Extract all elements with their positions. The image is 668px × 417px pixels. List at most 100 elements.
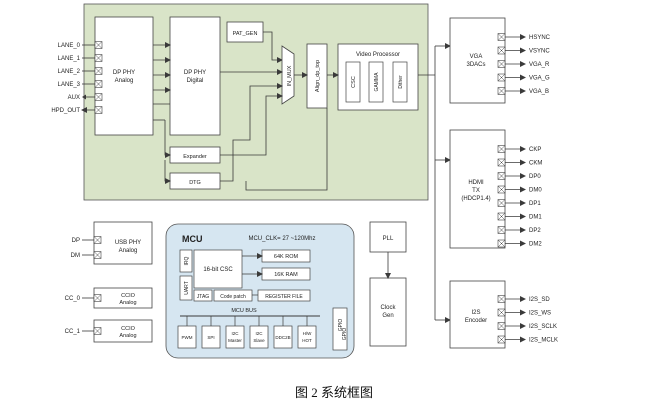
code-patch-block [213,289,253,302]
peripheral-block [225,325,245,349]
input-label-aux: AUX [68,95,80,101]
vga-output-label: VSYNC [529,49,550,55]
figure-caption: 图 2 系统框图 [294,385,373,400]
dtg-label: DTG [189,180,201,186]
clock-gen-block [369,277,407,347]
video-processor-label: Video Processor [356,52,400,58]
hdmi-label-1: HDMI [468,180,484,186]
i2s-label-1: I2S [471,310,480,316]
i2s-label-2: Encoder [465,318,487,324]
ccio1-label-2: Analog [119,333,136,339]
hdmi-output-label: DP1 [529,201,541,207]
vga-output-label: HSYNC [529,35,551,41]
cpu-core-block [193,249,243,289]
i2s-output-label: I2S_SCLK [529,324,557,330]
register-file-label: REGISTER FILE [265,294,303,300]
dither-label: Dither [398,75,404,89]
in-mux-label: IN_MUX [287,65,293,86]
dp-phy-digital-block [169,16,221,136]
peripheral-block [177,325,197,349]
peripheral-block [249,325,269,349]
dp-phy-analog-label-1: DP PHY [113,70,135,76]
peripheral-label: SPI [207,335,214,340]
input-label-cc1: CC_1 [65,329,81,335]
gamma-label: GAMMA [374,72,380,92]
input-label-dp: DP [72,238,80,244]
hdmi-output-label: DM2 [529,242,542,248]
gpio-label-2: GPIO [342,328,348,341]
vga-label-1: VGA [470,54,483,60]
uart-block [179,275,193,301]
hdmi-label-3: (HDCP1.4) [461,196,490,202]
dp-phy-analog-block [94,16,154,136]
input-label-dm: DM [71,253,80,259]
peripheral-label: Master [228,338,242,343]
ccio0-label-1: CCIO [121,293,135,299]
dither-block [392,61,408,103]
peripheral-label: HOT [302,338,312,343]
code-patch-label: Code patch [220,294,246,300]
cpu-core-label: 16-bit CSC [203,267,233,273]
register-file-block [257,289,311,302]
vga-output-label: VGA_R [529,62,550,68]
peripheral-label: I2C [255,331,263,336]
system-block-diagram: DP PHY Analog LANE_0LANE_1LANE_2LANE_3AU… [51,3,558,359]
csc-block [345,61,361,103]
clock-gen-label-2: Gen [382,313,393,319]
pll-label: PLL [383,236,394,242]
i2s-output-label: I2S_WS [529,311,551,317]
hdmi-output-label: DM1 [529,215,542,221]
vga-output-label: VGA_G [529,76,550,82]
hdmi-label-2: TX [472,188,480,194]
hdmi-output-label: DM0 [529,188,542,194]
vga-label-2: 3DACs [466,62,485,68]
csc-label: CSC [351,76,357,88]
rom-label: 64K ROM [274,254,299,260]
peripheral-block [273,325,293,349]
ccio0-label-2: Analog [119,300,136,306]
ccio1-label-1: CCIO [121,326,135,332]
irq-block [179,249,193,273]
peripheral-label: Slave [253,338,265,343]
dp-phy-analog-label-2: Analog [115,78,134,84]
gpio-block [332,307,348,351]
usb-phy-label-2: Analog [119,248,138,254]
input-label-lane2: LANE_2 [58,69,81,75]
i2s-output-label: I2S_SD [529,297,550,303]
align-dp-top-label: Align_dp_top [315,60,321,92]
peripheral-label: H/W [303,331,313,336]
input-label-cc0: CC_0 [65,296,81,302]
uart-label: UART [184,281,190,295]
input-label-lane0: LANE_0 [58,43,81,49]
peripheral-block [297,325,317,349]
clock-gen-label-1: Clock [380,305,396,311]
peripheral-label: I2C [231,331,239,336]
hdmi-tx-block [449,129,506,249]
peripheral-block [201,325,221,349]
irq-label: IRQ [184,256,190,265]
ram-label: 16K RAM [274,272,298,278]
gamma-block [368,61,384,103]
input-label-lane1: LANE_1 [58,56,81,62]
mcu-title: MCU [182,234,203,244]
input-label-hpd: HPD_OUT [51,108,80,114]
hdmi-output-label: DP0 [529,174,541,180]
usb-phy-block [93,221,153,265]
vga-output-label: VGA_B [529,89,549,95]
jtag-label: JTAG [197,294,210,300]
hdmi-output-label: CKP [529,147,541,153]
input-label-lane3: LANE_3 [58,82,81,88]
vga-dac-block [449,17,506,104]
peripheral-label: DDC2B [275,335,290,340]
i2s-encoder-block [449,280,506,349]
peripheral-label: PWM [182,335,193,340]
mcu-clock-text: MCU_CLK= 27 ~120Mhz [248,236,315,242]
gpio-label: GPIO [338,319,344,332]
usb-phy-label-1: USB PHY [115,240,141,246]
hdmi-output-label: CKM [529,161,542,167]
jtag-block [193,289,213,302]
hdmi-output-label: DP2 [529,228,541,234]
expander-label: Expander [183,154,207,160]
mcu-bus-label: MCU BUS [231,308,257,314]
pat-gen-label: PAT_GEN [233,31,258,37]
